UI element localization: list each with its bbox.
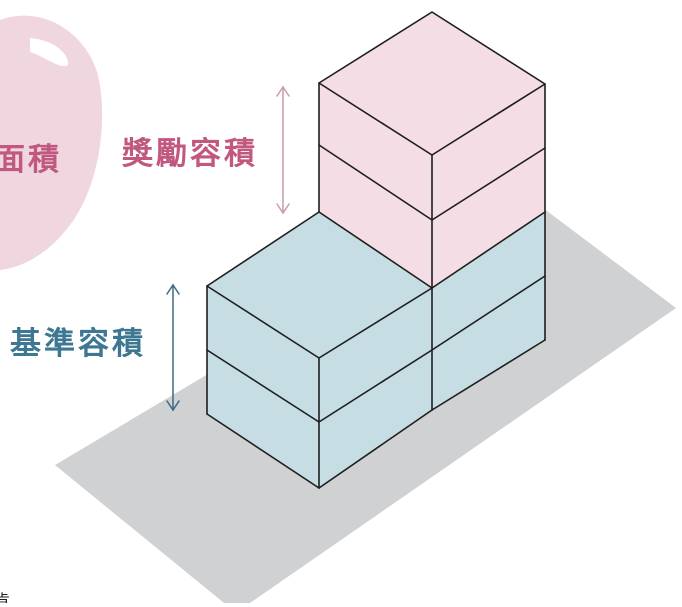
block-edges	[206, 11, 546, 489]
bonus-far-arrow	[276, 85, 290, 215]
tower-right-face-pink	[432, 84, 545, 288]
blob-bubble	[0, 15, 103, 271]
base-far-arrow	[166, 283, 180, 412]
tower-right-face-blue	[432, 212, 545, 410]
base-far-label: 基準容積	[10, 326, 146, 362]
lower-front-face	[207, 286, 319, 488]
bonus-far-label: 獎勵容積	[122, 136, 258, 172]
partial-bottom-glyph: 肯	[0, 591, 10, 603]
lower-right-face	[319, 288, 432, 488]
blob-highlight	[30, 38, 69, 67]
partial-area-label: 面積	[0, 142, 62, 178]
tower-front-face-pink	[319, 83, 432, 288]
